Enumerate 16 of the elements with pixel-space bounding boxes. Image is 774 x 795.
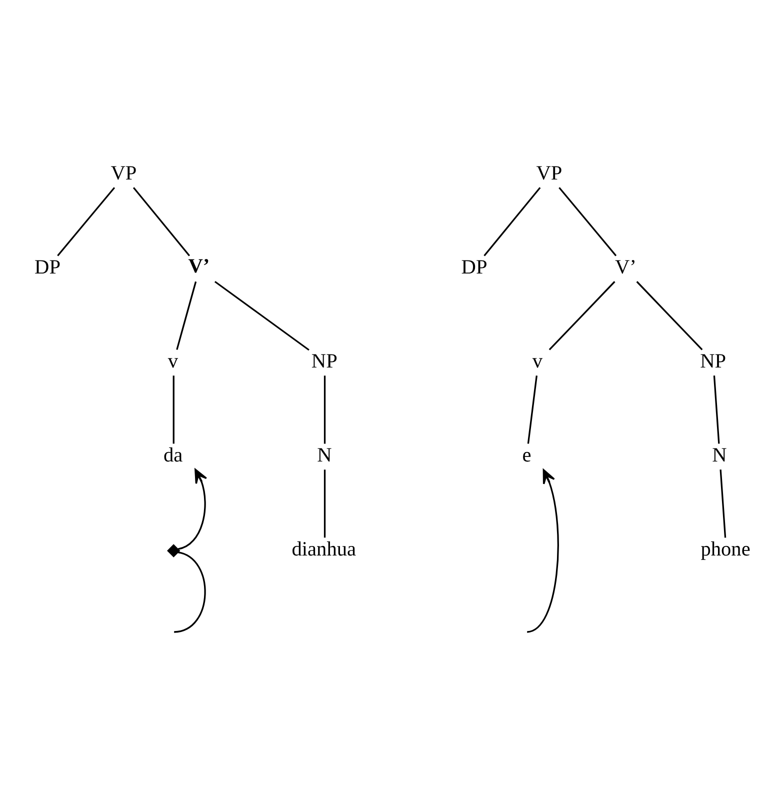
node-text: VP [536, 162, 562, 185]
node-text: DP [34, 256, 61, 279]
node-text: v [168, 350, 178, 373]
node-text: NP [311, 350, 338, 373]
node-text: N [317, 444, 332, 467]
node-text: NP [700, 350, 726, 373]
node-text: VP [110, 162, 137, 185]
node-text: e [522, 444, 532, 467]
node-text: V’ [614, 256, 636, 279]
node-text: DP [461, 256, 488, 279]
node-text: dianhua [292, 538, 356, 561]
node-text: N [712, 444, 727, 467]
node-text: da [163, 444, 183, 467]
node-text: V’ [188, 255, 210, 278]
node-text: phone [700, 538, 750, 561]
node-text: v [532, 350, 543, 373]
